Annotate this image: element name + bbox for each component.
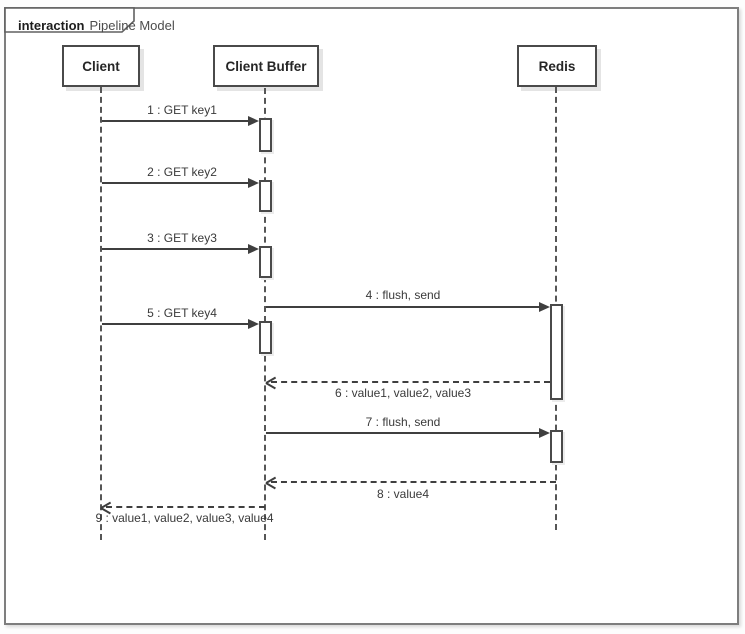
message-9-label: 9 : value1, value2, value3, value4 (95, 511, 274, 525)
message-9-line (106, 506, 265, 508)
activation-bar-client-buffer-4 (259, 321, 272, 354)
frame-title-tab: interaction Pipeline Model (4, 7, 175, 33)
message-7-line (266, 432, 539, 434)
activation-bar-redis-1 (550, 304, 563, 400)
activation-bar-client-buffer-1 (259, 118, 272, 152)
lifeline-redis-label: Redis (538, 58, 576, 74)
message-1-label: 1 : GET key1 (147, 103, 217, 117)
activation-bar-client-buffer-3 (259, 246, 272, 278)
message-4-label: 4 : flush, send (365, 288, 441, 302)
frame-keyword-label: interaction (18, 18, 85, 33)
activation-bar-redis-2 (550, 430, 563, 463)
frame-title-label: Pipeline Model (89, 18, 175, 33)
lifeline-head-redis: Redis (517, 45, 597, 87)
lifeline-client-label: Client (82, 58, 120, 74)
message-8-label: 8 : value4 (376, 487, 430, 501)
activation-bar-client-buffer-2 (259, 180, 272, 212)
lifeline-client-buffer-line (264, 88, 266, 540)
lifeline-client-buffer-label: Client Buffer (225, 58, 307, 74)
message-2-label: 2 : GET key2 (147, 165, 217, 179)
message-3-line (102, 248, 248, 250)
message-1-arrowhead (248, 116, 259, 126)
message-7-arrowhead (539, 428, 550, 438)
message-2-arrowhead (248, 178, 259, 188)
message-3-label: 3 : GET key3 (147, 231, 217, 245)
message-3-arrowhead (248, 244, 259, 254)
message-6-label: 6 : value1, value2, value3 (334, 386, 472, 400)
message-8-line (271, 481, 556, 483)
message-5-arrowhead (248, 319, 259, 329)
message-4-line (266, 306, 539, 308)
diagram-frame (4, 7, 739, 625)
frame-title: interaction Pipeline Model (18, 18, 175, 33)
message-7-label: 7 : flush, send (365, 415, 441, 429)
message-5-label: 5 : GET key4 (147, 306, 217, 320)
message-6-line (271, 381, 550, 383)
lifeline-head-client-buffer: Client Buffer (213, 45, 319, 87)
frame-title-tab-shape (4, 7, 135, 33)
lifeline-head-client: Client (62, 45, 140, 87)
message-1-line (102, 120, 248, 122)
message-5-line (102, 323, 248, 325)
message-2-line (102, 182, 248, 184)
message-4-arrowhead (539, 302, 550, 312)
lifeline-client-line (100, 87, 102, 540)
